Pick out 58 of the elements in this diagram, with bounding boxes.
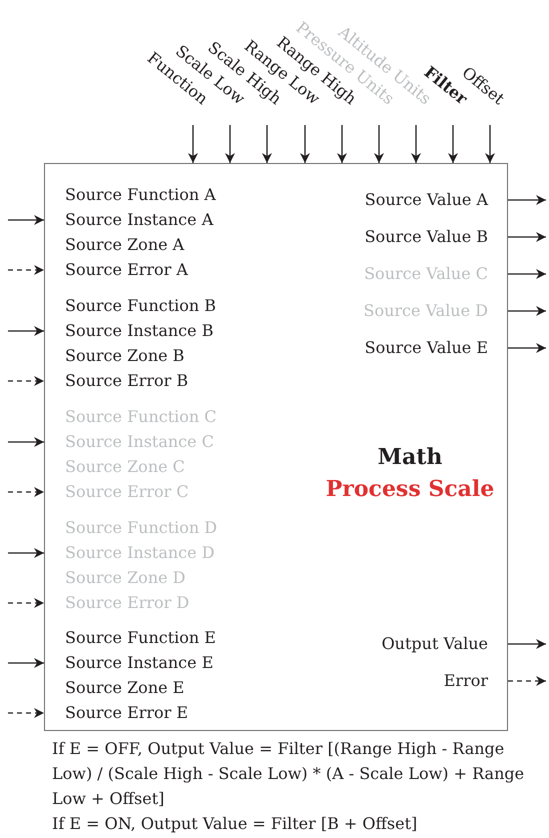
pin-label: Source Zone C (65, 456, 185, 478)
arrow (8, 326, 44, 336)
pin-label: Source Function B (65, 295, 216, 317)
pin-label: Source Function D (65, 517, 218, 539)
pin-label: Source Zone D (65, 567, 186, 589)
arrow (262, 125, 272, 163)
formula-text: If E = ON, Output Value = Filter [B + Offset] (52, 813, 418, 835)
arrow (8, 437, 44, 447)
arrow (508, 306, 546, 316)
pin-label: Source Instance B (45, 319, 214, 343)
pin-label: Source Error C (45, 480, 189, 504)
arrow (8, 487, 44, 497)
arrow (8, 598, 44, 608)
arrow (8, 548, 44, 558)
pin-label: Source Value D (364, 299, 507, 323)
pin-label: Source Function C (65, 406, 217, 428)
block-subtitle: Process Scale (326, 475, 494, 504)
pin-label: Source Error A (45, 258, 188, 282)
function-block (44, 163, 508, 731)
arrow (508, 195, 546, 205)
block-title: Math (378, 443, 442, 472)
arrow (337, 125, 347, 163)
pin-label: Source Instance E (45, 651, 214, 675)
pin-label: Source Value B (364, 225, 507, 249)
pin-label: Source Value C (364, 262, 507, 286)
arrow (508, 343, 546, 353)
arrow (508, 269, 546, 279)
arrow (508, 676, 546, 686)
pin-label: Source Instance C (45, 430, 214, 454)
arrow (8, 215, 44, 225)
pin-label: Source Error E (45, 701, 188, 725)
arrow (508, 232, 546, 242)
pin-label: Source Function A (65, 184, 216, 206)
pin-label: Output Value (382, 632, 507, 656)
arrow (374, 125, 384, 163)
arrow (8, 708, 44, 718)
pin-label: Source Zone B (65, 345, 184, 367)
arrow (188, 125, 198, 163)
arrow (508, 639, 546, 649)
arrow (411, 125, 421, 163)
arrow (8, 376, 44, 386)
arrow (485, 125, 495, 163)
pin-label: Source Value A (364, 188, 507, 212)
pin-label: Source Error D (45, 591, 190, 615)
formula-text: If E = OFF, Output Value = Filter [(Range High - Range Low) / (Scale High - Scale Low) * (A - Scale Low) + Range Low + Offset] (52, 738, 526, 810)
arrow (225, 125, 235, 163)
pin-label: Source Instance D (45, 541, 215, 565)
arrow (448, 125, 458, 163)
pin-label: Source Value E (364, 336, 507, 360)
pin-label: Error (444, 669, 507, 693)
pin-label: Source Zone E (65, 677, 184, 699)
arrow (8, 265, 44, 275)
arrow (300, 125, 310, 163)
pin-label: Source Function E (65, 627, 216, 649)
pin-label: Source Zone A (65, 234, 184, 256)
arrow (8, 658, 44, 668)
pin-label: Source Error B (45, 369, 188, 393)
pin-label: Source Instance A (45, 208, 214, 232)
